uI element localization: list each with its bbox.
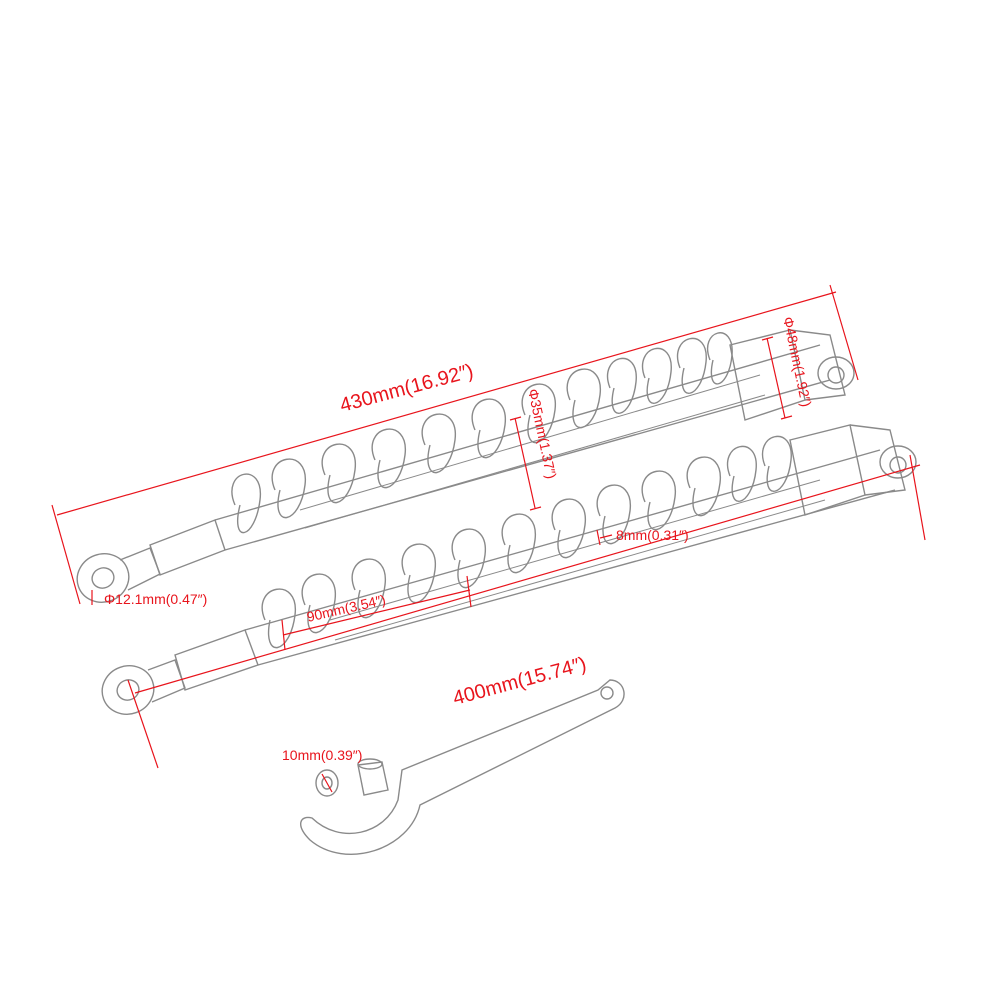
bushing-pair-icon (315, 758, 389, 797)
top-eye-mount-lower-icon (879, 445, 917, 479)
eye-to-eye-length-label: 400mm(15.74″) (451, 653, 589, 710)
coil-spring-upper-icon (231, 332, 733, 534)
top-eye-mount-icon (817, 356, 855, 390)
spanner-wrench-icon (300, 679, 625, 855)
coil-spring-lower-icon (261, 435, 792, 649)
shaft-diameter-label: 8mm(0.31″) (616, 527, 689, 543)
bushing-size-label: 10mm(0.39″) (282, 747, 362, 763)
top-mount-diameter-label: Φ48mm(1.92″) (780, 315, 815, 408)
shock-absorber-upper (76, 329, 855, 603)
shock-absorber-lower (101, 424, 917, 715)
eye-bore-diameter-label: Φ12.1mm(0.47″) (104, 591, 207, 607)
overall-length-label: 430mm(16.92″) (338, 360, 476, 417)
dimension-labels: 430mm(16.92″) 400mm(15.74″) Φ48mm(1.92″)… (104, 315, 815, 763)
dimension-lines (51, 284, 926, 793)
shock-eye-mount-lower-icon (101, 659, 186, 715)
